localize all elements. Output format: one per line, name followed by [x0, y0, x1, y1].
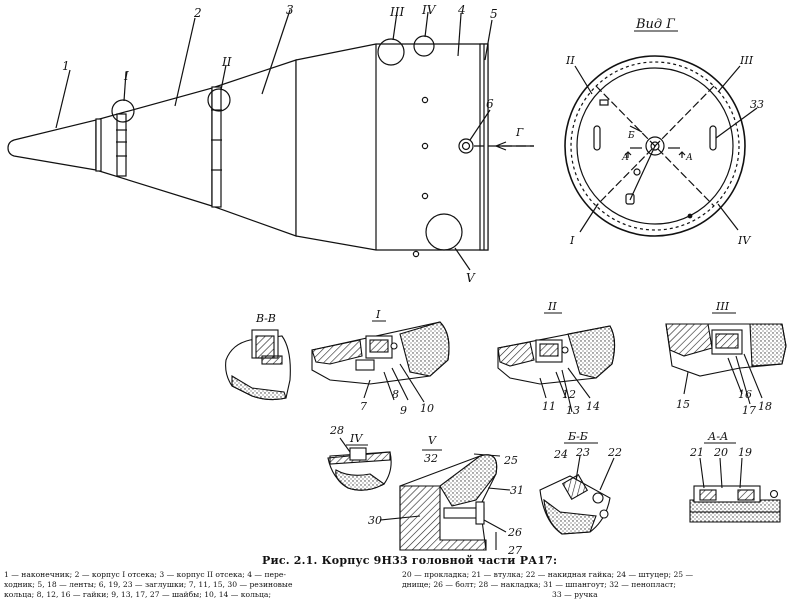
detail-marker-III [377, 38, 405, 66]
title-III: III [715, 300, 730, 313]
label-2: 2 [193, 6, 202, 20]
view-arrow [494, 141, 534, 151]
view-title: Вид Г [635, 17, 675, 32]
num-23: 23 [575, 446, 590, 459]
title-B-B-2: Б-Б [567, 430, 588, 443]
title-IV: IV [349, 432, 363, 445]
label-5: 5 [490, 7, 498, 21]
label-6: 6 [486, 97, 494, 111]
view-label-IV: IV [737, 234, 751, 247]
legend-right-line: 20 — прокладка; 21 — втулка; 22 — накидн… [402, 570, 694, 579]
band-2 [116, 113, 127, 177]
view-label-I: I [569, 234, 575, 247]
num-15: 15 [676, 398, 690, 411]
view-label-A-left: А [621, 153, 629, 163]
warhead-side-view [7, 9, 534, 271]
title-I: I [375, 308, 381, 321]
num-16: 16 [738, 388, 752, 401]
num-30: 30 [368, 514, 382, 527]
label-4: 4 [457, 3, 466, 17]
view-label-II: II [565, 54, 575, 67]
detail-A-A-section [689, 457, 781, 523]
detail-B-B-section [539, 455, 615, 535]
num-7: 7 [360, 400, 367, 413]
label-3: 3 [286, 3, 294, 17]
title-A-A: А-А [707, 430, 728, 443]
detail-marker-I [111, 99, 135, 123]
legend-left-line: 1 — наконечник; 2 — корпус I отсека; 3 —… [4, 570, 286, 579]
detail-marker-IV [413, 35, 435, 57]
detail-titles: В-В I II III IV V Б-Б А-А [255, 300, 736, 447]
num-17: 17 [742, 404, 756, 417]
title-B-B: В-В [255, 312, 276, 325]
nose-tip [7, 119, 97, 171]
num-12: 12 [562, 388, 576, 401]
num-20: 20 [713, 446, 728, 459]
legend-left: 1 — наконечник; 2 — корпус I отсека; 3 —… [4, 570, 399, 600]
detail-I-section [311, 321, 450, 403]
label-roman-III: III [389, 5, 404, 19]
cone-section-2 [211, 59, 297, 237]
plug-6 [458, 138, 474, 154]
band-1 [95, 118, 102, 172]
detail-marker-II [207, 88, 231, 112]
num-21: 21 [689, 446, 704, 459]
band-3 [211, 86, 222, 208]
label-roman-II: II [221, 55, 232, 69]
num-25: 25 [503, 454, 518, 467]
detail-numbers: 7 8 9 10 11 12 13 14 15 16 17 18 28 32 2… [329, 388, 772, 557]
detail-BB-section [225, 329, 291, 401]
label-roman-IV: IV [421, 3, 437, 17]
detail-IV-section [327, 437, 392, 491]
figure-caption-title: Рис. 2.1. Корпус 9Н33 головной части РА1… [262, 554, 558, 567]
num-31: 31 [510, 484, 524, 497]
num-14: 14 [586, 400, 600, 413]
legend-right-line: 33 — ручка [552, 590, 598, 599]
label-roman-I: I [123, 69, 129, 83]
label-roman-V: V [466, 271, 476, 285]
detail-III-section [665, 323, 787, 405]
num-19: 19 [738, 446, 752, 459]
num-28: 28 [329, 424, 344, 437]
num-27: 27 [507, 544, 522, 557]
end-view [564, 55, 758, 237]
num-26: 26 [507, 526, 522, 539]
main-labels: 1 2 3 4 5 6 I II III IV V Г [62, 3, 524, 285]
label-1: 1 [62, 59, 70, 73]
num-10: 10 [420, 402, 434, 415]
legend-left-line: кольца; 8, 12, 16 — гайки; 9, 13, 17, 27… [4, 590, 272, 599]
num-9: 9 [400, 404, 407, 417]
num-22: 22 [607, 446, 622, 459]
num-8: 8 [392, 388, 399, 401]
view-label-33: 33 [750, 98, 764, 111]
view-label-A-right: А [685, 153, 693, 163]
arrow-label: Г [515, 126, 524, 139]
detail-marker-V [425, 213, 463, 251]
legend-left-line: ходник; 5, 18 — ленты; 6, 19, 23 — заглу… [4, 580, 293, 589]
detail-V-section [379, 453, 511, 551]
title-V: V [428, 434, 437, 447]
num-18: 18 [758, 400, 772, 413]
detail-II-section [497, 325, 616, 413]
handle-left [593, 125, 601, 151]
num-11: 11 [542, 400, 556, 413]
legend-right-line: днище; 26 — болт; 28 — накладка; 31 — шп… [402, 580, 676, 589]
view-label-III: III [739, 54, 754, 67]
title-II: II [547, 300, 557, 313]
legend-right: 20 — прокладка; 21 — втулка; 22 — накидн… [402, 570, 788, 600]
view-label-B: Б [627, 131, 635, 141]
num-32: 32 [424, 452, 438, 465]
num-24: 24 [553, 448, 568, 461]
end-view-labels: Вид Г II III 33 Б А А I IV [565, 17, 764, 247]
num-13: 13 [566, 404, 580, 417]
